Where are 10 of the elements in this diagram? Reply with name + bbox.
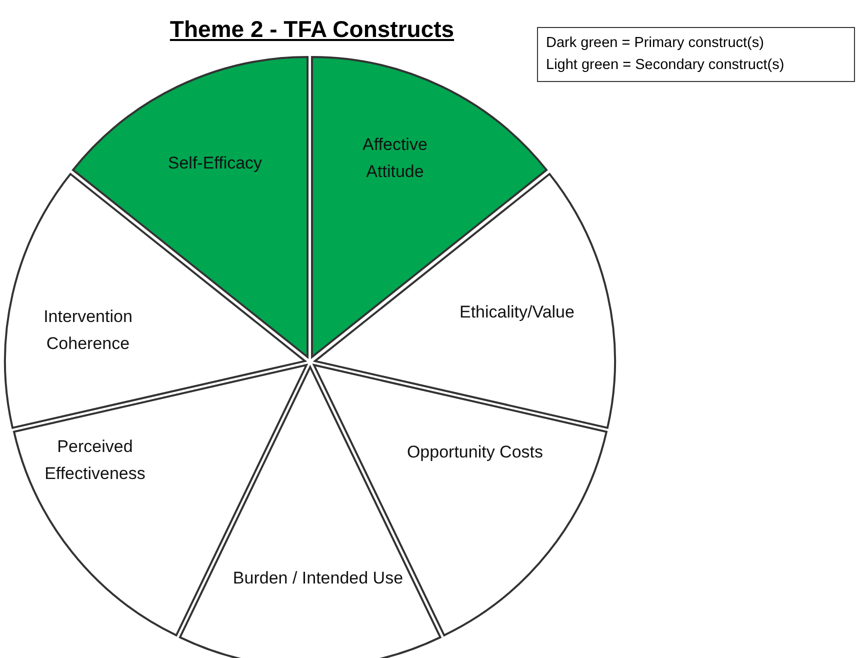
sector-label: Ethicality/Value (458, 301, 576, 324)
sector-label: Perceived Effectiveness (44, 436, 146, 485)
legend-text: Dark green = Primary construct(s) (546, 34, 765, 53)
sector-label: Opportunity Costs (406, 441, 544, 464)
sector-label: Self-Efficacy (166, 152, 264, 174)
sector-label: Burden / Intended Use (232, 567, 404, 590)
sector-label: Affective Attitude (362, 134, 428, 183)
diagram-title: Theme 2 - TFA Constructs (170, 16, 454, 43)
legend-text: Light green = Secondary construct(s) (546, 56, 786, 76)
sector-label: Intervention Coherence (42, 306, 134, 355)
